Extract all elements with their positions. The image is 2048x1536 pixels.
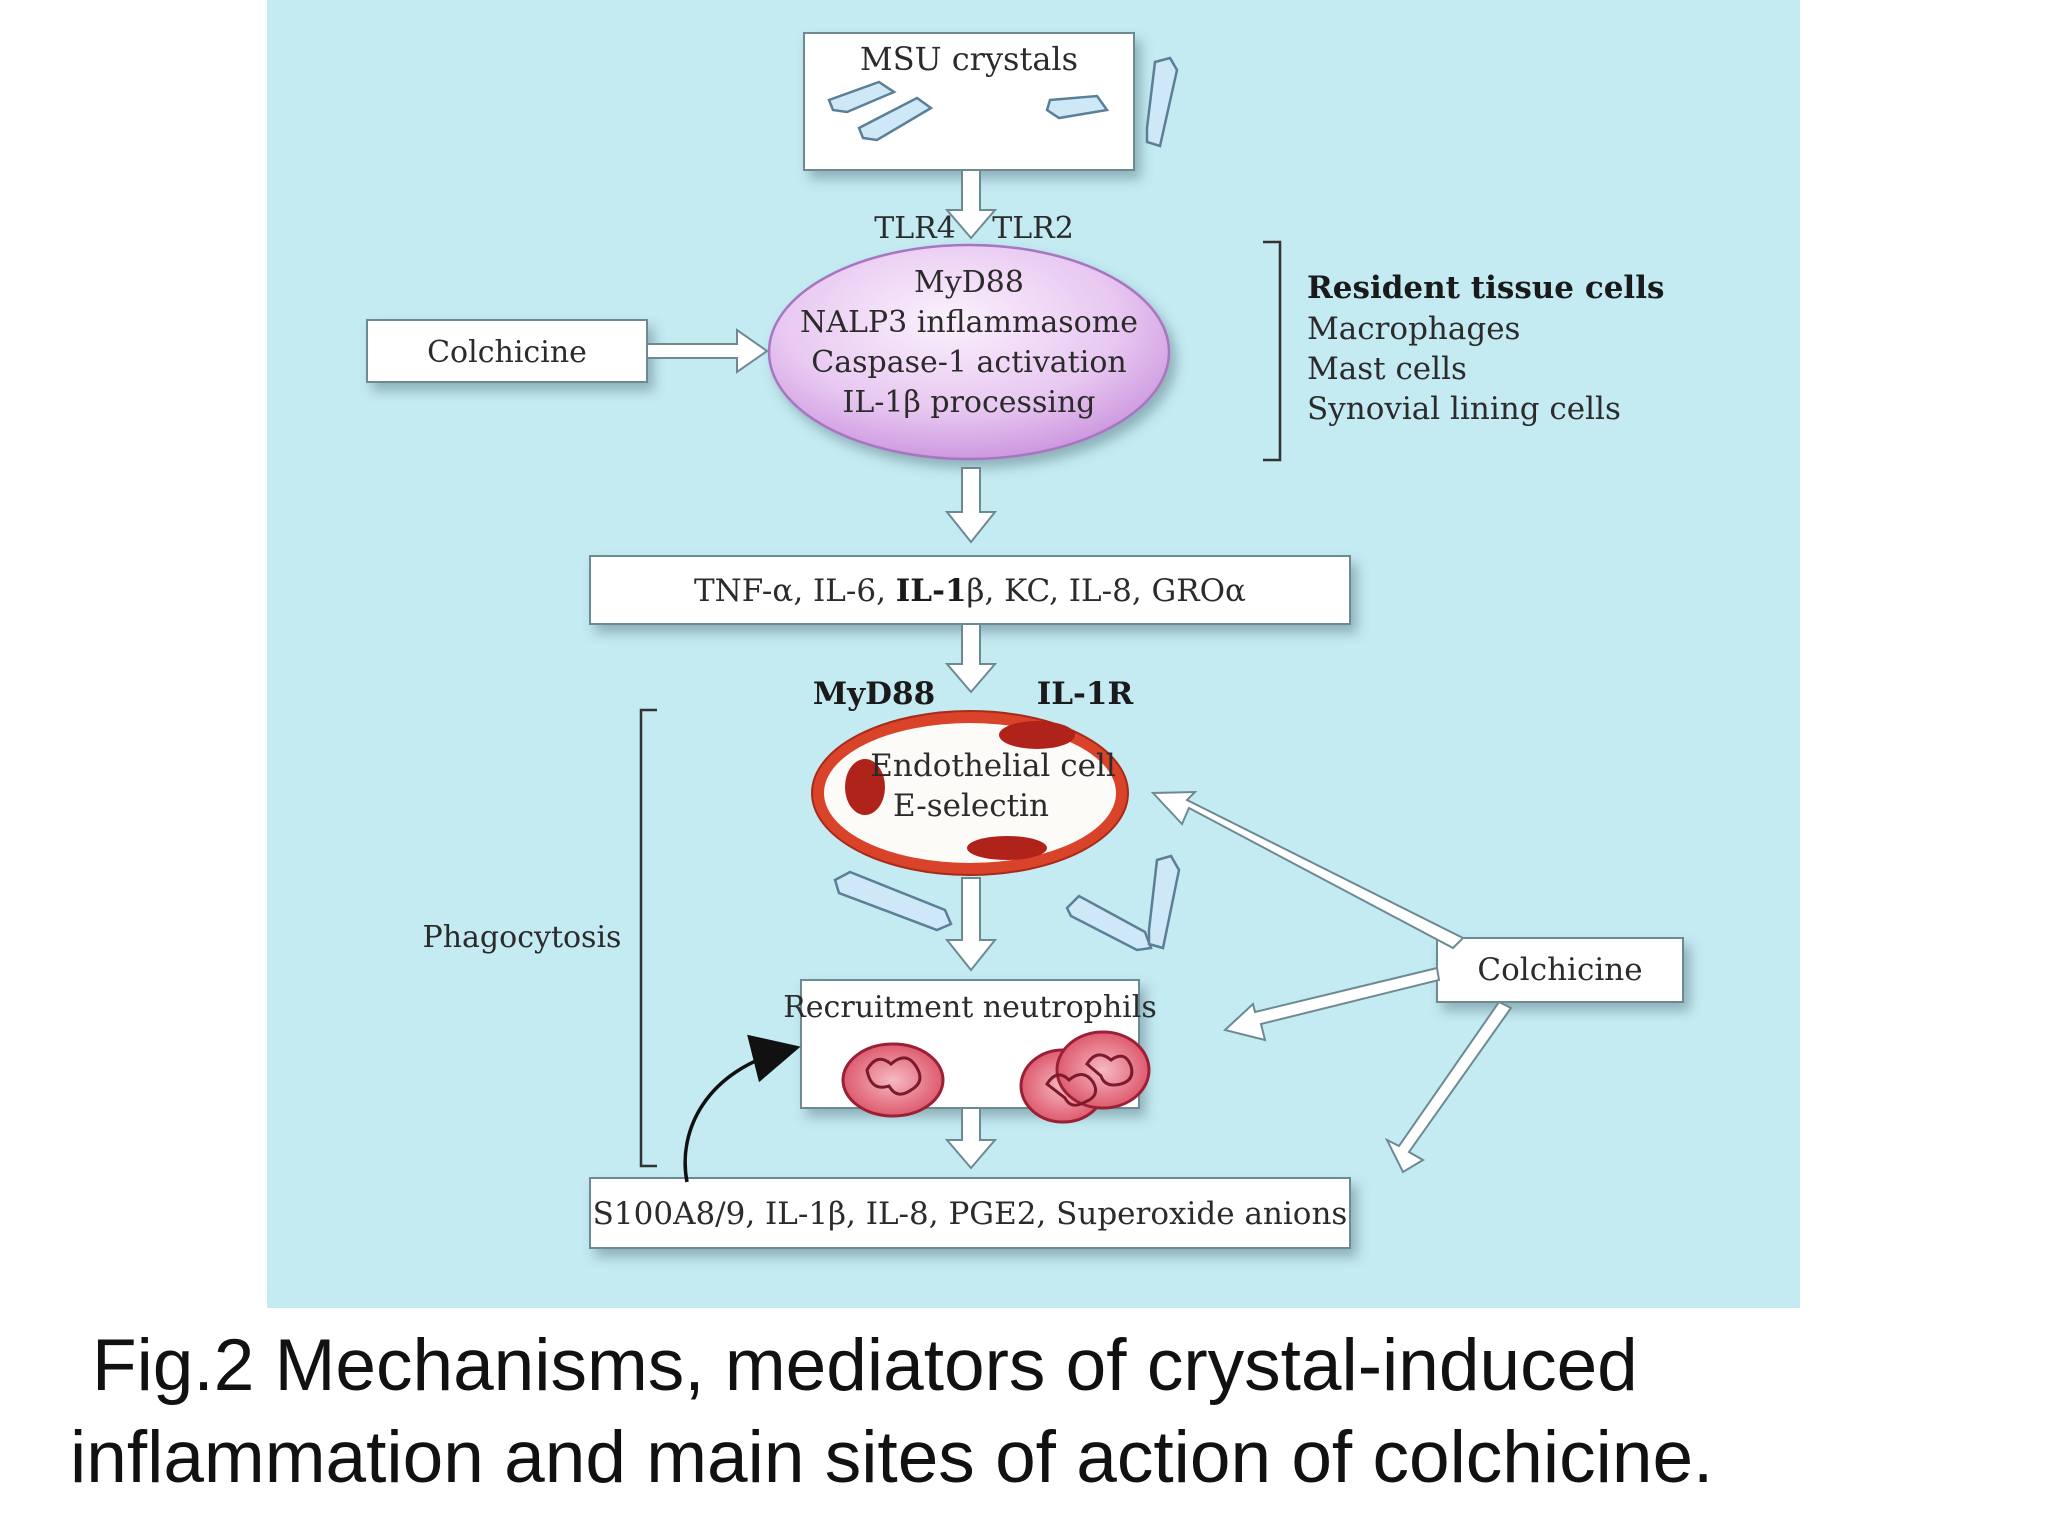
endothelial-line-1: Endothelial cell: [870, 748, 1116, 784]
ellipse-line-1: MyD88: [914, 265, 1024, 300]
il1r-label: IL-1R: [1037, 676, 1134, 712]
figure-caption: Fig.2 Mechanisms, mediators of crystal-i…: [70, 1320, 2030, 1504]
arrow-down-3: [944, 623, 998, 694]
endothelial-line-2: E-selectin: [893, 788, 1049, 824]
colchicine-right-box: Colchicine: [1436, 937, 1684, 1003]
resident-bracket: [1263, 240, 1282, 462]
tlr2-label: TLR2: [992, 211, 1074, 246]
neutrophils-box: Recruitment neutrophils: [783, 979, 1157, 1124]
myd88-label: MyD88: [813, 676, 935, 712]
colchicine-left-box: Colchicine: [366, 319, 648, 383]
neutrophils-label: Recruitment neutrophils: [783, 990, 1157, 1025]
arrow-down-4: [944, 877, 998, 972]
resident-cells-title: Resident tissue cells: [1307, 270, 1664, 306]
neutrophil-icon: [841, 1030, 1151, 1124]
tlr4-label: TLR4: [874, 211, 956, 246]
caption-line-2: inflammation and main sites of action of…: [70, 1417, 1714, 1498]
mediators-label: S100A8/9, IL-1β, IL-8, PGE2, Superoxide …: [593, 1196, 1348, 1232]
crystal-icon: [833, 854, 1181, 952]
arrow-right-colchicine: [646, 328, 769, 374]
resident-cells-list: Resident tissue cells Macrophages Mast c…: [1307, 270, 1664, 427]
resident-item-1: Macrophages: [1307, 311, 1520, 347]
arrow-down-2: [944, 467, 998, 544]
diagram-panel: MSU crystals TLR4 TLR2 MyD88 NALP3 infla…: [267, 0, 1800, 1308]
ellipse-line-3: Caspase-1 activation: [811, 345, 1126, 380]
arrow-down-1: [944, 169, 998, 240]
caption-line-1: Fig.2 Mechanisms, mediators of crystal-i…: [92, 1325, 1638, 1406]
ellipse-line-4: IL-1β processing: [843, 385, 1096, 420]
mediators-box: S100A8/9, IL-1β, IL-8, PGE2, Superoxide …: [589, 1177, 1351, 1249]
diagram-svg: MSU crystals TLR4 TLR2 MyD88 NALP3 infla…: [366, 32, 1684, 1249]
msu-crystals-box: MSU crystals: [803, 32, 1179, 171]
phagocytosis-label: Phagocytosis: [423, 920, 622, 955]
cytokines-box: TNF-α, IL-6, IL-1β, KC, IL-8, GROα: [589, 555, 1351, 625]
endothelial-cell: Endothelial cell E-selectin: [811, 710, 1129, 876]
msu-crystals-label: MSU crystals: [860, 40, 1078, 78]
colchicine-left-label: Colchicine: [427, 335, 587, 370]
arrow-down-5: [944, 1107, 998, 1170]
resident-item-3: Synovial lining cells: [1307, 391, 1621, 427]
colchicine-inhibition-arrows: [1150, 790, 1513, 1174]
colchicine-right-label: Colchicine: [1477, 952, 1642, 988]
phagocytosis-bracket: [639, 708, 657, 1168]
resident-item-2: Mast cells: [1307, 351, 1467, 387]
inflammasome-ellipse: MyD88 NALP3 inflammasome Caspase-1 activ…: [767, 243, 1171, 461]
cytokines-label: TNF-α, IL-6, IL-1β, KC, IL-8, GROα: [694, 573, 1246, 609]
ellipse-line-2: NALP3 inflammasome: [800, 305, 1138, 340]
crystal-icon: [827, 56, 1179, 148]
feedback-arrow: [683, 1034, 801, 1183]
